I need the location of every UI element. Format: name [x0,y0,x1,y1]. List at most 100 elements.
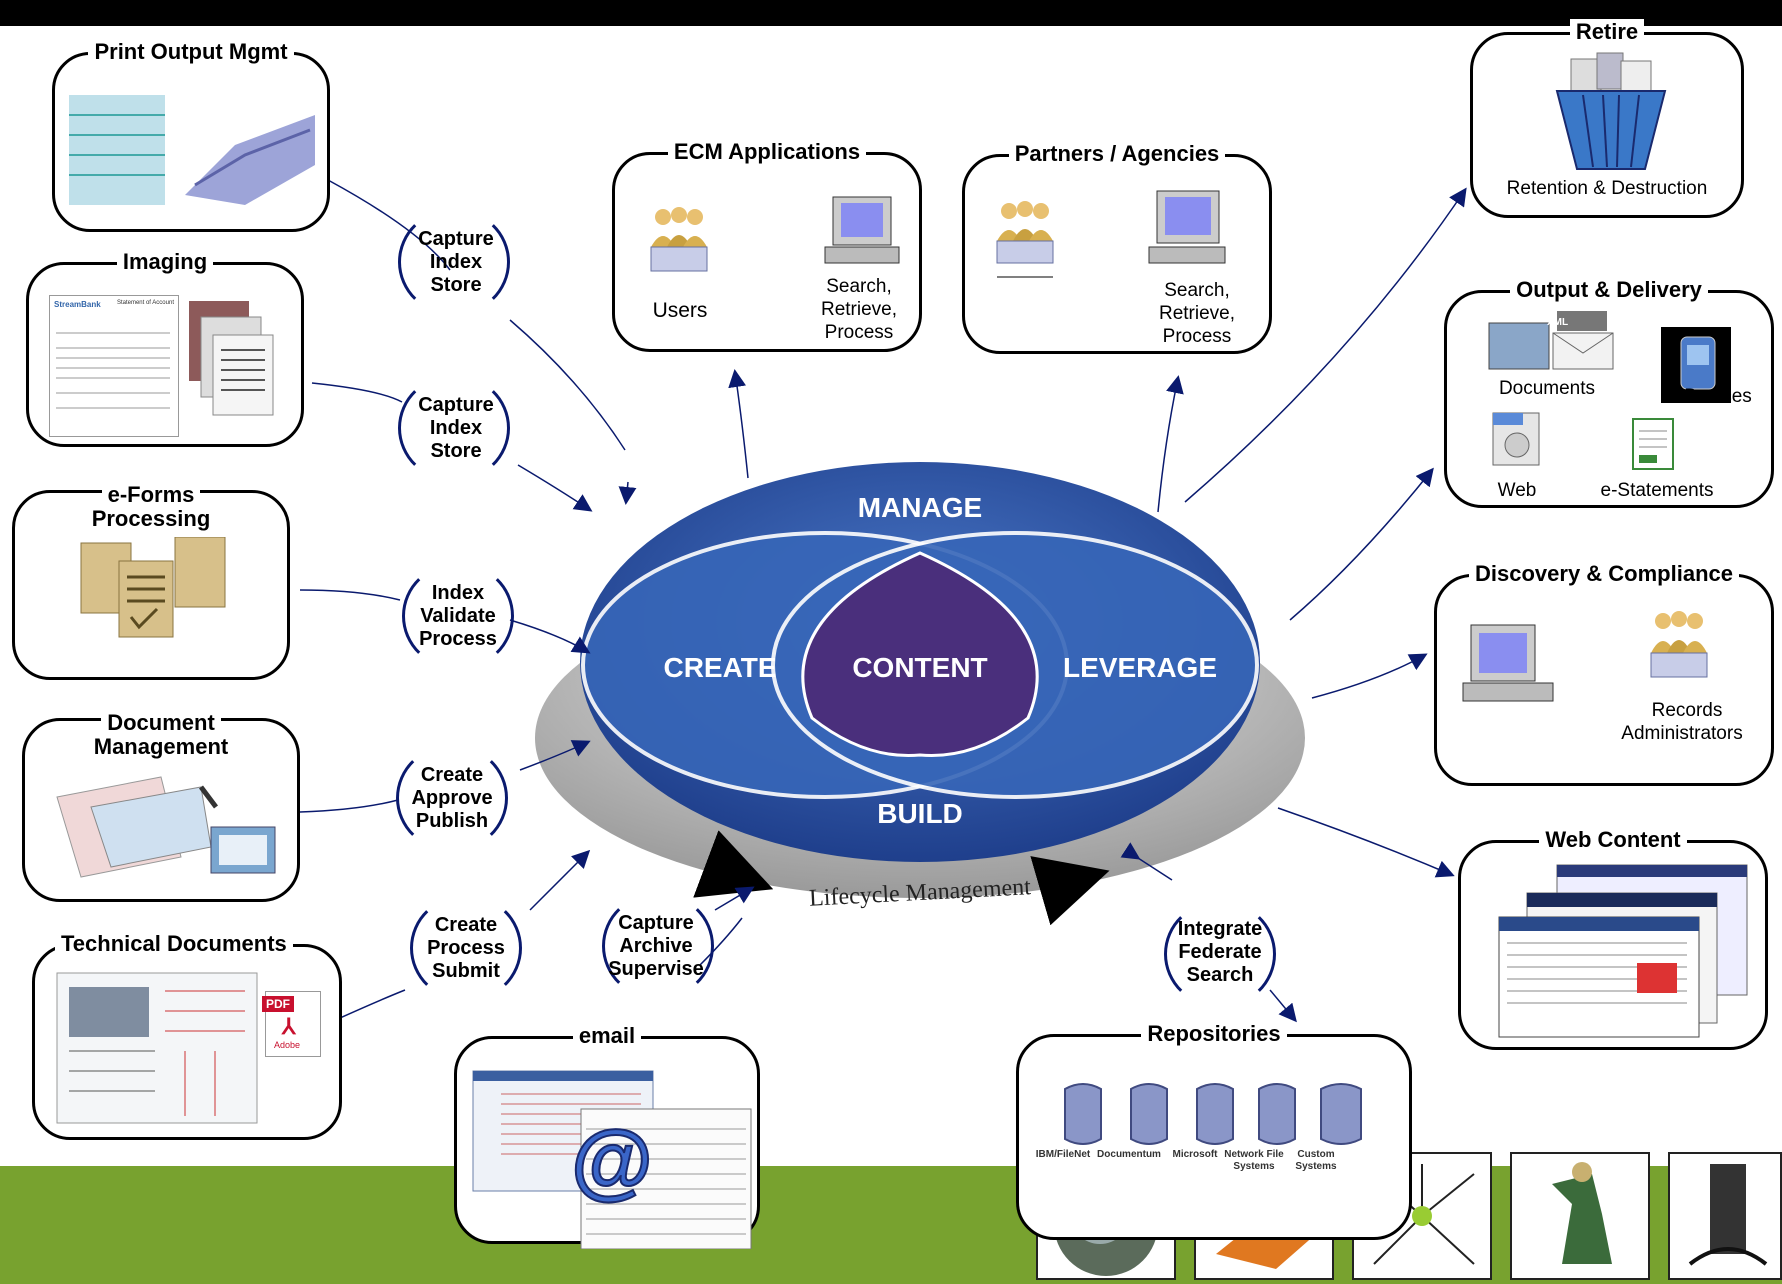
docmgmt-title-2: Management [93,734,229,759]
step-4: Create Approve Publish [392,764,512,833]
docmgmt-title-1: Document [101,710,221,735]
partners-users-icon [996,201,1054,278]
estatement-icon [1632,418,1674,470]
step-5-line-3: Submit [432,960,500,982]
records-label-2: Administrators [1621,723,1743,744]
xml-tag: XML [1547,317,1569,328]
step-3: Index Validate Process [398,582,518,651]
email-title: email [572,1023,642,1048]
retire-box: Retire Retention & Destruction [1470,19,1744,218]
ecm-action-2: Retrieve, [820,299,898,320]
partners-action-2: Retrieve, [1158,303,1236,324]
compliance-computer-icon [1462,624,1554,702]
label-leverage: LEVERAGE [1062,652,1218,683]
step-4-line-1: Create [420,764,484,786]
step-ring-2 [398,374,510,482]
retire-title: Retire [1569,19,1645,44]
step-7: Integrate Federate Search [1160,918,1280,987]
output-documents-label: Documents [1498,378,1596,399]
repo-documentum: Documentum [1097,1149,1161,1160]
repo-ibm-filenet: IBM/FileNet [1035,1149,1091,1160]
step-4-line-2: Approve [411,787,493,809]
eforms-title-2: Processing [91,506,211,531]
records-label-1: Records [1651,700,1723,721]
svg-text:@: @ [571,1113,653,1207]
repo-microsoft: Microsoft [1172,1149,1218,1160]
step-2-line-3: Store [430,440,482,462]
technical-documents-box: Technical Documents PDF ⅄ Adobe [32,931,342,1140]
step-7-line-3: Search [1186,964,1254,986]
step-3-line-1: Index [431,582,485,604]
step-6: Capture Archive Supervise [596,912,716,981]
step-ring-3 [402,562,514,670]
step-ring-7 [1164,900,1276,1008]
step-1-line-1: Capture [418,228,494,250]
partners-action-3: Process [1162,326,1232,347]
ecm-title: ECM Applications [667,139,867,164]
device-icon [1661,327,1731,403]
step-5: Create Process Submit [406,914,526,983]
output-estatements-label: e-Statements [1600,480,1714,501]
top-bar [0,0,1782,26]
ecm-action-1: Search, [826,276,892,297]
output-delivery-box: Output & Delivery XML Documents Devices … [1444,277,1774,508]
email-box: email @ [454,1023,760,1249]
pdf-brand: Adobe [274,1040,301,1050]
step-2-line-1: Capture [418,394,494,416]
eforms-icon [80,537,226,638]
output-title: Output & Delivery [1510,277,1708,302]
web-content-title: Web Content [1539,827,1687,852]
shredder-bin-icon [1555,52,1667,170]
technical-documents-title: Technical Documents [55,931,293,956]
ecm-action-3: Process [824,322,894,343]
eforms-title-1: e-Forms [101,482,201,507]
step-6-line-1: Capture [618,912,694,934]
statement-heading: Statement of Account [116,300,174,306]
step-1-line-3: Store [430,274,482,296]
ecm-users-label: Users [652,299,708,322]
email-client-icon: @ [472,1070,752,1249]
repository-cylinders [1064,1083,1362,1145]
step-5-line-1: Create [434,914,498,936]
step-ring-6 [602,892,714,1000]
tile-server-picture [1668,1152,1782,1280]
label-manage: MANAGE [857,492,983,523]
web-content-box: Web Content [1458,827,1768,1050]
repo-custom-systems: Custom Systems [1295,1149,1337,1172]
print-output-title: Print Output Mgmt [88,39,294,64]
eforms-box: e-Forms Processing [12,482,290,680]
step-3-line-3: Process [419,628,497,650]
label-build: BUILD [877,798,963,829]
label-content: CONTENT [852,652,988,683]
pdf-badge: PDF [262,996,294,1012]
partners-agencies-box: Partners / Agencies Search, Retrieve, Pr… [962,141,1272,354]
imaging-box: Imaging StreamBank Statement of Account [26,249,304,447]
web-pages-icon [1498,864,1748,1038]
computer-icon [824,196,900,264]
step-7-line-1: Integrate [1177,918,1263,940]
records-admin-icon [1650,611,1708,678]
partners-title: Partners / Agencies [1008,141,1226,166]
step-1: Capture Index Store [396,228,516,297]
repositories-title: Repositories [1141,1021,1287,1046]
repo-network-file-systems: Network File Systems [1224,1149,1284,1172]
print-output-icon [69,95,315,205]
discovery-title: Discovery & Compliance [1469,561,1739,586]
step-3-line-2: Validate [420,605,496,627]
step-4-line-3: Publish [415,810,489,832]
step-2-line-2: Index [429,417,483,439]
retire-caption: Retention & Destruction [1506,178,1708,199]
output-devices-label: Devices [1684,386,1752,407]
step-6-line-2: Archive [619,935,693,957]
repositories-box: Repositories IBM/FileNet Documentum Micr… [1016,1021,1412,1240]
partners-action-1: Search, [1164,280,1230,301]
documents-mail-icon [1488,311,1614,370]
document-management-icon [56,776,276,878]
partners-computer-icon [1148,190,1226,264]
step-ring-5 [410,894,522,1002]
label-create: CREATE [663,652,777,683]
step-ring-1 [398,208,510,316]
web-icon [1492,412,1540,466]
discovery-compliance-box: Discovery & Compliance Records Administr… [1434,561,1774,786]
